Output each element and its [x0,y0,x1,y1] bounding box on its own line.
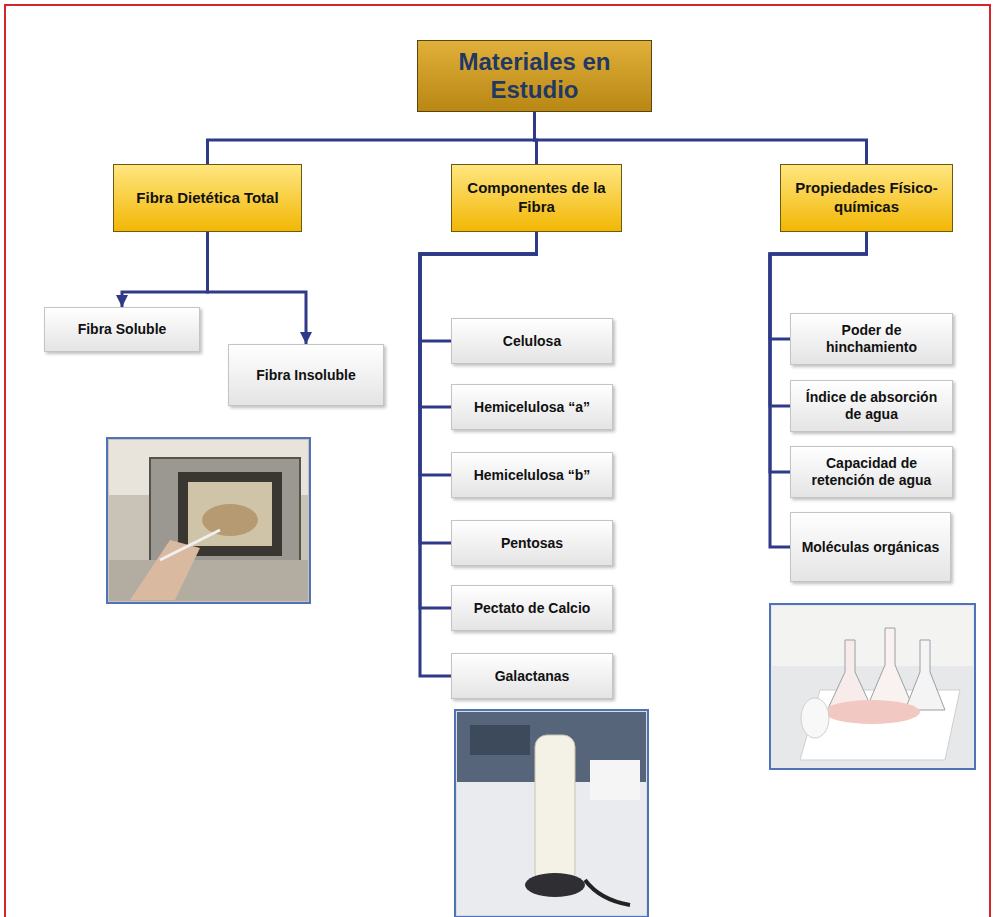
item-box: Índice de absorción de agua [790,380,953,432]
node-label: Componentes de la Fibra [460,179,613,217]
item-box: Poder de hinchamiento [790,313,953,365]
node-label: Hemicelulosa “b” [474,467,591,484]
node-label: Pectato de Calcio [474,600,591,617]
item-box: Galactanas [451,653,613,699]
stirrer-photo [455,710,648,917]
item-box: Capacidad de retención de agua [790,446,953,498]
node-label: Capacidad de retención de agua [799,455,944,489]
flasks-photo [770,604,975,769]
item-box: Celulosa [451,318,613,364]
node-label: Fibra Soluble [78,321,167,338]
item-box: Pectato de Calcio [451,585,613,631]
node-label: Hemicelulosa “a” [474,399,590,416]
node-label: Materiales en Estudio [428,48,641,104]
node-label: Índice de absorción de agua [799,389,944,423]
item-box: Moléculas orgánicas [790,512,951,582]
category-box: Propiedades Físico-químicas [780,164,953,232]
category-box: Componentes de la Fibra [451,164,622,232]
node-label: Galactanas [495,668,570,685]
node-label: Poder de hinchamiento [799,322,944,356]
item-box: Fibra Soluble [44,307,200,352]
node-label: Celulosa [503,333,561,350]
node-label: Pentosas [501,535,563,552]
item-box: Fibra Insoluble [228,344,384,406]
tree-connector [535,112,867,164]
item-box: Pentosas [451,520,613,566]
tree-connector [208,112,535,164]
item-box: Hemicelulosa “b” [451,452,613,498]
item-box: Hemicelulosa “a” [451,384,613,430]
category-box: Fibra Dietética Total [113,164,302,232]
node-label: Propiedades Físico-químicas [789,179,944,217]
furnace-photo [107,438,310,603]
tree-connector [122,232,208,307]
node-label: Fibra Insoluble [256,367,356,384]
node-label: Moléculas orgánicas [802,539,940,556]
tree-connector [208,232,307,344]
node-label: Fibra Dietética Total [136,189,278,208]
title-box: Materiales en Estudio [417,40,652,112]
